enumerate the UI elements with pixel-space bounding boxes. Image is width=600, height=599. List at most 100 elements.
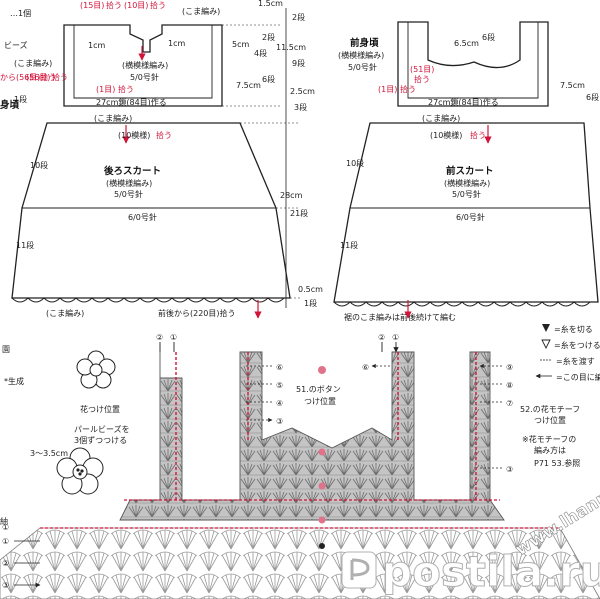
hem-note: 裾のこま編みは前後続けて編む (344, 312, 456, 322)
chart-circ-2a: ② (156, 333, 163, 342)
back-pick-1-r: 拾う (118, 84, 134, 94)
dim-2-5: 2.5cm (290, 87, 315, 96)
front-skirt-title: 前スカート (446, 165, 494, 177)
stitch-chart: ② ① ② ① ⑥ ⑤ ④ ③ ⑥ ⑨ ⑧ ⑦ ③ ① ② ③ ① 51.のボタ… (0, 333, 600, 599)
front-needle: 5/0号針 (348, 62, 377, 72)
front-rows-10: 10段 (346, 158, 364, 168)
back-needle: 5/0号針 (130, 72, 159, 82)
back-needle-6: 6/0号針 (128, 212, 157, 222)
back-rows-6: 6段 (262, 74, 275, 84)
back-skirt-needle: 5/0号針 (114, 189, 143, 199)
size-3-3-5: 3～3.5cm (30, 449, 68, 458)
legend: =糸を切る =糸をつける =糸を渡す =この目に編 52.の花モチーフ つけ位置… (520, 324, 600, 468)
front-rows-6: 6段 (482, 32, 495, 42)
back-koma-bottom: (こま編み) (94, 113, 132, 123)
back-pick-10-r: 拾う (150, 0, 166, 10)
note-flower-3: P71 53.参照 (534, 458, 580, 468)
dim-rows-9: 9段 (292, 58, 305, 68)
front-hem-scallop (333, 301, 598, 307)
dim-11-5: 11.5cm (276, 43, 306, 52)
chart-circ-2b: ② (378, 333, 385, 342)
flower-position: 花つけ位置 (80, 404, 120, 414)
front-rows-6-b: 6段 (586, 92, 599, 102)
cut-yarn-symbol (542, 324, 550, 332)
chart-row-1b: ① (2, 523, 9, 532)
left-frag-1: …1個 (10, 8, 31, 18)
hem-koma: (こま編み) (46, 308, 84, 318)
back-skirt-pattern: (横模様編み) (106, 178, 152, 188)
front-ten-pattern-r: 拾う (470, 130, 486, 140)
front-koma-bottom: (こま編み) (422, 113, 460, 123)
back-rows-11: 11段 (16, 240, 34, 250)
chart-row-6a: ⑥ (276, 363, 283, 372)
note-flower-1: ※花モチーフの (522, 434, 576, 444)
back-skirt-title: 後ろスカート (104, 165, 161, 177)
front-pick-51-r: 拾う (414, 74, 430, 84)
bodice-chart-fill (119, 351, 505, 521)
dim-rows-3: 3段 (294, 102, 307, 112)
button-dot-3 (318, 482, 326, 490)
dim-1-5: 1.5cm (258, 0, 283, 8)
front-skirt-needle: 5/0号針 (452, 189, 481, 199)
chart-row-4a: ④ (276, 399, 283, 408)
dim-rows-2: 2段 (292, 12, 305, 22)
front-chain-27: 27cm鎖(84目)作る (428, 97, 499, 107)
middle-dimensions: 1.5cm 2段 11.5cm 9段 2.5cm 3段 28cm 21段 0.5… (46, 0, 456, 322)
back-chain-27: 27cm鎖(84目)作る (96, 97, 167, 107)
back-ten-pattern: (10模様) (118, 130, 150, 140)
front-pick-51: (51目) (410, 65, 434, 74)
back-7-5: 7.5cm (236, 81, 261, 90)
back-pick-1: (1目) (96, 85, 115, 94)
back-pick-56-r: 拾う (52, 72, 68, 82)
back-5cm: 5cm (232, 40, 249, 49)
legend-attach: =糸をつける (554, 340, 600, 350)
dim-rows-1: 1段 (304, 298, 317, 308)
front-needle-6: 6/0号針 (456, 212, 485, 222)
front-6-5: 6.5cm (454, 39, 479, 48)
back-pick-56: (56目) (26, 73, 50, 82)
back-ten-pattern-r: 拾う (156, 130, 172, 140)
button-note-2: つけ位置 (304, 396, 336, 406)
left-frag-c: 紬 (0, 516, 8, 526)
button-note-1: 51.のボタン (296, 385, 341, 394)
dim-28: 28cm (280, 191, 303, 200)
back-1cm-right: 1cm (168, 39, 185, 48)
chart-row-6b: ⑥ (362, 363, 369, 372)
pearl-note-1: パールビーズを (74, 424, 130, 434)
chart-center-dot (319, 543, 325, 549)
legend-pass: =糸を渡す (556, 356, 595, 366)
chart-row-7: ⑦ (506, 399, 513, 408)
chart-row-8: ⑧ (506, 381, 513, 390)
back-rows-2: 2段 (262, 32, 275, 42)
front-panel: 前身頃 (横模様編み) 5/0号針 6.5cm 6段 (51目) 拾う (1目)… (333, 21, 599, 319)
dim-0-5: 0.5cm (298, 285, 323, 294)
front-bodice-inner (407, 22, 539, 99)
watermark-logo (341, 551, 377, 589)
flower-motif-small (76, 350, 116, 389)
back-koma-top: (こま編み) (182, 6, 220, 16)
back-pick-15: (15目) (80, 1, 104, 10)
back-rows-4: 4段 (254, 48, 267, 58)
dim-rows-21: 21段 (290, 208, 308, 218)
hem-pickup: 前後から(220目)拾う (158, 308, 236, 318)
chart-circ-1a: ① (170, 333, 177, 342)
attach-yarn-symbol (541, 339, 551, 350)
note-52-2: つけ位置 (534, 415, 566, 425)
button-position-dot (318, 366, 326, 374)
legend-cut: =糸を切る (554, 324, 593, 334)
watermark-brand: postila.ru (382, 547, 600, 596)
front-bodice-outline (397, 21, 549, 107)
front-7-5: 7.5cm (560, 81, 585, 90)
left-frag-4: から(56目)拾う (0, 72, 56, 82)
front-pick-1-r: 拾う (400, 84, 416, 94)
chart-row-2: ② (2, 559, 9, 568)
back-pick-15-r: 拾う (106, 0, 122, 10)
back-pattern: (横模様編み) (122, 60, 168, 70)
chart-row-3b: ③ (506, 465, 513, 474)
button-dot-2 (318, 448, 326, 456)
left-frag-a: 園 (2, 345, 10, 354)
back-pick-10: (10目) (124, 1, 148, 10)
left-frag-5: 身頃 (0, 99, 20, 111)
chart-row-3: ③ (2, 581, 9, 590)
